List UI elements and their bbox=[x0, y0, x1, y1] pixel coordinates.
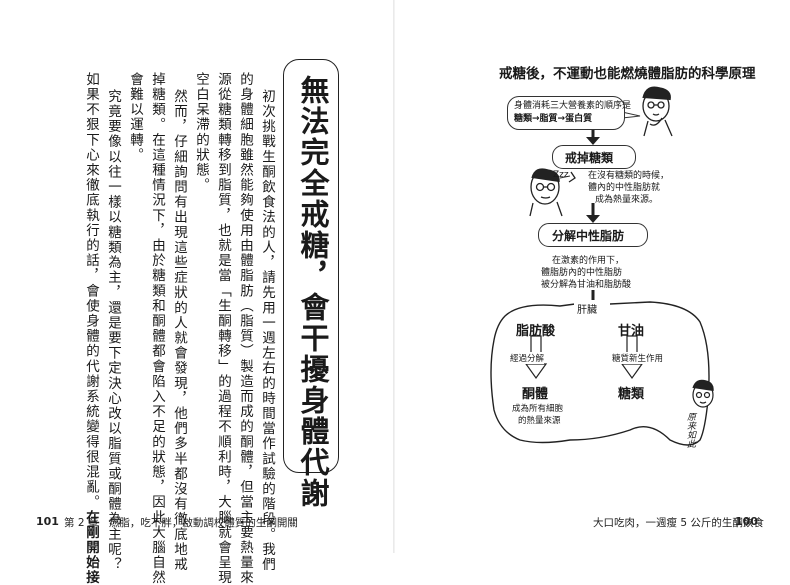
note-1-line-3: 成為熱量來源。 bbox=[595, 195, 659, 205]
diagram-heading: 戒糖後，不運動也能燃燒體脂肪的科學原理 bbox=[499, 66, 756, 82]
ketone-node: 酮體 bbox=[522, 387, 549, 402]
left-running-head: 第 2 章 燃脂，吃不胖，啟動調校體質的生酮開關 bbox=[64, 517, 298, 529]
step-break-fat-pill bbox=[538, 223, 648, 247]
section-title: 無法完全戒糖，會干擾身體代謝 bbox=[296, 75, 330, 509]
body-column-6: 掉糖類。在這種情況下，由於糖類和酮體都會陷入不足的狀態，因此大腦自然 bbox=[149, 72, 165, 585]
ketone-note-line-1: 成為所有細胞 bbox=[512, 404, 564, 414]
title-frame bbox=[283, 59, 339, 473]
page-gutter bbox=[393, 0, 395, 553]
diagram-graphics bbox=[490, 86, 714, 446]
body-column-2: 的身體細胞雖然能夠使用由體脂肪（脂質）製造而成的酮體，但當主要熱量來 bbox=[237, 72, 253, 585]
bubble-line-2: 糖類→脂質→蛋白質 bbox=[514, 114, 593, 124]
note-1-line-1: 在沒有糖類的時候， bbox=[588, 171, 670, 181]
body-column-1: 初次挑戰生酮飲食法的人，請先用一週左右的時間當作試驗的階段。我們 bbox=[259, 89, 275, 573]
decompose-note: 經過分解 bbox=[510, 352, 545, 364]
body-column-4: 空白呆滯的狀態。 bbox=[193, 72, 209, 193]
snore-text: Zzz bbox=[553, 170, 569, 180]
right-running-head: 大口吃肉，一週瘦 5 公斤的生酮飲食 bbox=[593, 517, 764, 529]
body-column-5: 然而，仔細詢問有出現這些症狀的人就會發現，他們多半都沒有徹底地戒 bbox=[171, 89, 187, 573]
glycerol-node: 甘油 bbox=[618, 324, 645, 339]
thinking-man-illustration bbox=[642, 86, 673, 137]
right-page-number: 100 bbox=[735, 515, 758, 528]
note-1-line-2: 體內的中性脂肪就 bbox=[588, 183, 661, 193]
handwritten-note: 原来如此 bbox=[685, 412, 695, 448]
sleeping-man-illustration bbox=[529, 168, 576, 217]
step-break-fat-label: 分解中性脂肪 bbox=[552, 229, 625, 243]
note-2-line-2: 體脂肪內的中性脂肪 bbox=[541, 268, 623, 278]
step-quit-sugar-pill bbox=[552, 145, 636, 169]
step-quit-sugar-label: 戒掉糖類 bbox=[565, 151, 614, 165]
speech-bubble bbox=[507, 96, 625, 130]
note-2-line-1: 在激素的作用下， bbox=[552, 256, 625, 266]
body-column-9-text: 如果不狠下心來徹底執行的話，會使身體的代謝系統變得很混亂。 bbox=[83, 72, 99, 510]
book-spread: 初次挑戰生酮飲食法的人，請先用一週左右的時間當作試驗的階段。我們 的身體細胞雖然… bbox=[36, 0, 764, 585]
note-2-line-3: 被分解為甘油和脂肪酸 bbox=[541, 280, 632, 290]
left-page-number: 101 bbox=[36, 515, 59, 528]
sugar-node: 糖類 bbox=[618, 387, 645, 402]
body-column-8: 究竟要像以往一樣以糖類為主，還是要下定決心改以脂質或酮體為主呢？ bbox=[105, 89, 121, 573]
body-column-7: 會難以運轉。 bbox=[127, 72, 143, 163]
liver-label: 肝臟 bbox=[577, 305, 597, 316]
nodding-man-illustration bbox=[692, 379, 714, 408]
bubble-line-1: 身體消耗三大營養素的順序是 bbox=[514, 101, 632, 111]
fatty-acid-node: 脂肪酸 bbox=[516, 324, 556, 339]
ketone-note-line-2: 的熱量來源 bbox=[518, 416, 561, 426]
gluconeogenesis-note: 糖質新生作用 bbox=[612, 352, 664, 364]
body-column-3: 源從糖類轉移到脂質，也就是當「生酮轉移」的過程不順利時，大腦就會呈現 bbox=[215, 72, 231, 585]
